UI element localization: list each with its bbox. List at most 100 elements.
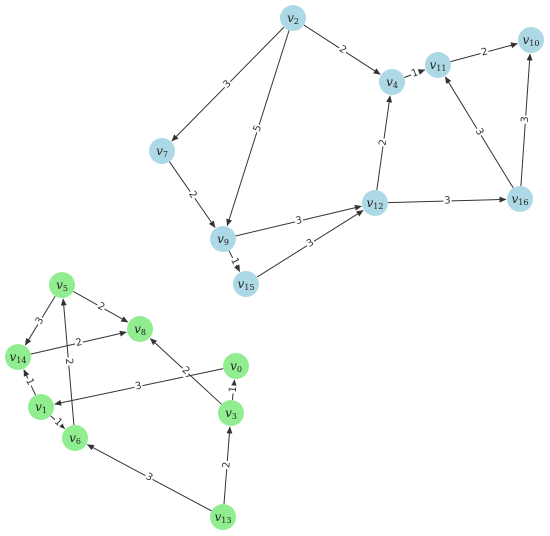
edge-v0-v1: 3	[54, 368, 224, 406]
node-circle	[379, 69, 405, 95]
node-label-subscript: 5	[63, 284, 68, 293]
node-label-subscript: 2	[294, 17, 299, 26]
node-label: v14	[10, 350, 27, 365]
node-circle	[280, 5, 306, 31]
edge-v14-v8: 2	[30, 330, 127, 355]
edge-weight-label: 2	[185, 188, 200, 202]
edge-weight-label: 3	[293, 214, 305, 228]
edge-weight-text: 3	[34, 315, 47, 326]
edge-weight-label: 1	[22, 375, 37, 389]
edge-weight-text: 3	[444, 195, 451, 206]
edge-weight-label: 2	[94, 299, 108, 315]
edge-v1-v6: 1	[50, 415, 66, 430]
edge-weight-text: 3	[134, 380, 143, 392]
node-v14: v14	[5, 344, 31, 370]
node-label-base: v	[56, 278, 63, 292]
node-label: v3	[225, 406, 237, 421]
edge-weight-label: 3	[303, 236, 318, 251]
edge-weight-label: 2	[335, 42, 350, 58]
node-circle	[507, 186, 533, 212]
edge-weight-label: 2	[62, 357, 75, 366]
node-v5: v5	[49, 272, 75, 298]
node-v1: v1	[28, 394, 54, 420]
node-label: v15	[238, 277, 255, 292]
node-v12: v12	[362, 190, 388, 216]
node-label: v7	[156, 144, 168, 159]
edge-weight-background	[22, 375, 37, 389]
edge-v2-v7: 3	[171, 26, 285, 142]
edge-weight-text: 1	[410, 67, 420, 80]
node-circle	[425, 52, 451, 78]
edge-v12-v16: 3	[387, 194, 507, 208]
node-label-subscript: 9	[224, 238, 229, 247]
edge-weight-label: 5	[251, 122, 265, 135]
edge-weight-label: 3	[471, 125, 487, 139]
node-circle	[149, 138, 175, 164]
edge-weight-text: 3	[520, 116, 531, 123]
edge-weight-background	[227, 255, 242, 268]
edge-v5-v14: 3	[24, 295, 56, 346]
node-circle	[233, 271, 259, 297]
edge-weight-background	[32, 314, 48, 328]
edge-v16-v10: 3	[519, 53, 533, 187]
edge-weight-label: 3	[443, 194, 452, 208]
edge-weight-background	[178, 363, 193, 379]
edge-weight-text: 3	[295, 215, 304, 227]
edge-weight-background	[94, 299, 108, 315]
edge-weight-background	[220, 460, 234, 470]
edge-v11-v10: 2	[450, 42, 518, 63]
edge-weight-background	[51, 415, 65, 430]
node-label: v12	[367, 196, 384, 211]
edge-weight-text: 2	[63, 358, 75, 365]
node-label-subscript: 10	[529, 39, 539, 48]
node-label-subscript: 3	[232, 412, 237, 421]
edge-weight-background	[303, 236, 318, 251]
node-label: v11	[430, 58, 447, 73]
node-v8: v8	[127, 316, 153, 342]
edge-v6-v5: 2	[60, 298, 75, 426]
node-label: v2	[287, 11, 299, 26]
edge-v16-v11: 3	[444, 76, 514, 189]
edge-weight-label: 3	[519, 115, 532, 124]
node-circle	[28, 394, 54, 420]
node-label-subscript: 16	[518, 198, 528, 207]
edge-weight-background	[377, 137, 390, 148]
node-label-base: v	[225, 406, 232, 420]
node-label-base: v	[367, 196, 374, 210]
node-v6: v6	[62, 425, 88, 451]
node-v0: v0	[223, 353, 249, 379]
edge-weight-label: 1	[227, 255, 242, 268]
node-v9: v9	[210, 226, 236, 252]
edge-v9-v12: 3	[235, 204, 362, 237]
edge-weight-text: 2	[96, 301, 107, 314]
node-label-subscript: 0	[237, 365, 242, 374]
node-label-base: v	[69, 431, 76, 445]
node-label-base: v	[386, 75, 393, 89]
edge-weight-background	[519, 115, 532, 124]
node-label-base: v	[35, 400, 42, 414]
node-label: v1	[35, 400, 47, 415]
edge-weight-background	[62, 357, 75, 366]
edge-weight-background	[133, 379, 144, 394]
edge-weight-text: 2	[186, 189, 199, 201]
edge-weight-label: 2	[220, 460, 234, 470]
edge-weight-label: 2	[377, 137, 390, 148]
edge-weight-text: 1	[228, 256, 241, 267]
edge-weight-text: 3	[473, 126, 486, 137]
node-label-subscript: 11	[436, 64, 446, 73]
edge-v12-v4: 2	[376, 95, 393, 191]
node-label: v4	[386, 75, 398, 90]
edge-v5-v8: 2	[73, 290, 129, 323]
node-label-subscript: 1	[42, 406, 47, 415]
edge-weight-label: 1	[409, 66, 421, 81]
node-label-base: v	[230, 359, 237, 373]
node-label-base: v	[156, 144, 163, 158]
edge-weight-text: 2	[378, 139, 390, 147]
edge-v7-v9: 2	[168, 161, 216, 228]
node-circle	[362, 190, 388, 216]
edge-weight-background	[335, 42, 350, 58]
edge-weight-label: 1	[227, 384, 240, 395]
node-circle	[218, 400, 244, 426]
edge-v2-v4: 2	[303, 24, 381, 75]
